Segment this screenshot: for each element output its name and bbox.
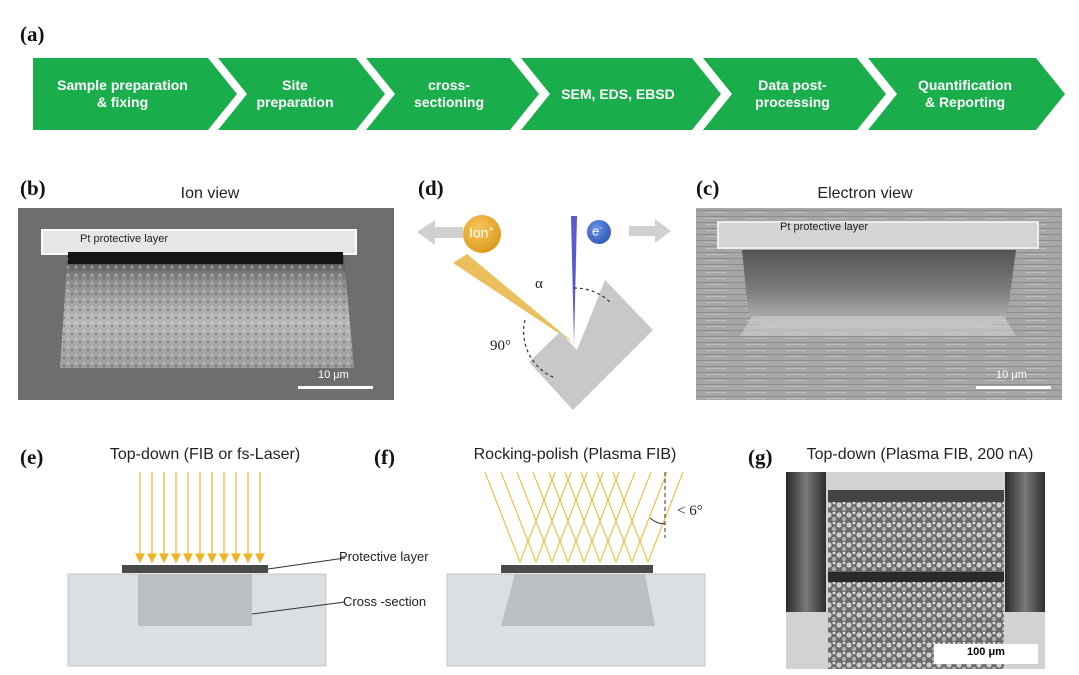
top-down-protective-layer: [122, 565, 268, 573]
electron-view-title: Electron view: [817, 185, 913, 202]
plasma-fib-title: Top-down (Plasma FIB, 200 nA): [806, 446, 1034, 463]
panel-label-f: (f): [374, 445, 395, 469]
workflow-step-2-line2: preparation: [256, 94, 334, 110]
electron-scale-text: 10 μm: [996, 369, 1027, 381]
panel-label-e: (e): [20, 445, 44, 469]
workflow-step-5: Data post- processing: [730, 62, 855, 126]
panel-label-c: (c): [696, 176, 720, 200]
sample-block: [529, 280, 653, 410]
electron-direction-arrow: [629, 219, 671, 243]
electron-source-label: e-: [592, 223, 602, 238]
electron-source-icon: [587, 220, 611, 244]
ion-scale-text: 10 μm: [318, 369, 349, 381]
rocking-beams-right: [519, 471, 684, 563]
ion-view-title: Ion view: [180, 185, 240, 202]
workflow-step-1-line2: & fixing: [96, 94, 149, 110]
panel-label-d: (d): [418, 176, 444, 200]
tilt-angle-arc: [649, 517, 666, 525]
ion-view-image: Pt protective layer 10 μm: [18, 208, 394, 400]
rocking-protective-layer: [501, 565, 653, 573]
cross-section-callout-line: [251, 601, 346, 615]
electron-pt-layer-label: Pt protective layer: [780, 221, 869, 233]
workflow: Sample preparation & fixing Site prepara…: [0, 0, 1079, 150]
protective-layer-label: Protective layer: [339, 549, 429, 564]
workflow-step-6-line1: Quantification: [917, 77, 1013, 93]
ion-scale-bar: [298, 386, 373, 389]
plasma-fib-micrograph: [786, 472, 1045, 669]
electron-scale-bar: [976, 386, 1051, 389]
workflow-step-5-line2: processing: [755, 94, 830, 110]
workflow-step-1-shape: [33, 58, 237, 130]
geometry-diagram: Ion+ e- α 90°: [405, 200, 695, 420]
rocking-polish-title: Rocking-polish (Plasma FIB): [473, 446, 677, 463]
panel-label-b: (b): [20, 176, 46, 200]
panel-label-a: (a): [20, 22, 45, 46]
workflow-step-1: Sample preparation & fixing: [40, 62, 205, 126]
geometry-svg: [417, 216, 671, 410]
ion-source-icon: [463, 215, 501, 253]
right-angle-label: 90°: [490, 338, 511, 354]
ion-view-micrograph: [18, 208, 394, 400]
top-down-beams: [135, 472, 265, 564]
workflow-step-5-shape: [703, 58, 886, 130]
panel-label-g: (g): [748, 445, 773, 469]
ion-label: Ion: [469, 224, 489, 241]
workflow-step-2-shape: [218, 58, 385, 130]
right-angle-arc: [523, 319, 556, 379]
plasma-fib-image: 100 μm: [786, 472, 1045, 669]
electron-beam-cone: [571, 216, 577, 344]
top-down-diagram: [67, 472, 346, 667]
workflow-step-4-shape: [521, 58, 721, 130]
workflow-step-4-line1: SEM, EDS, EBSD: [561, 85, 675, 102]
workflow-step-3-shape: [366, 58, 539, 130]
ion-direction-arrow: [417, 220, 463, 245]
workflow-step-6-line2: & Reporting: [924, 94, 1006, 110]
electron-label: e: [592, 223, 600, 239]
workflow-step-4: SEM, EDS, EBSD: [548, 62, 688, 126]
workflow-step-6: Quantification & Reporting: [895, 62, 1035, 126]
workflow-step-2-line1: Site: [282, 77, 308, 93]
alpha-angle-label: α: [535, 276, 543, 292]
workflow-step-3: cross- sectioning: [390, 62, 508, 126]
ion-sup: +: [488, 224, 494, 234]
workflow-step-3-line1: cross-: [427, 77, 471, 93]
top-down-title: Top-down (FIB or fs-Laser): [109, 446, 301, 463]
plasma-scale-text: 100 μm: [967, 646, 1005, 658]
ion-source-label: Ion+: [469, 224, 494, 241]
rocking-cross-section: [501, 574, 655, 626]
plasma-scale-box: [934, 644, 1038, 664]
workflow-arrows: [33, 58, 1065, 130]
rocking-polish-diagram: [446, 471, 706, 667]
electron-view-image: Pt protective layer 10 μm: [696, 208, 1062, 400]
ion-beam-cone: [453, 254, 575, 344]
ion-pt-layer-label: Pt protective layer: [80, 233, 169, 245]
protective-callout-line: [267, 557, 346, 570]
rocking-beams-left: [484, 471, 649, 563]
cross-section-label: Cross -section: [343, 594, 427, 609]
workflow-step-1-line1: Sample preparation: [57, 77, 188, 93]
workflow-step-6-shape: [868, 58, 1065, 130]
electron-sup: -: [599, 223, 602, 232]
workflow-step-3-line2: sectioning: [413, 94, 484, 110]
electron-view-micrograph: [696, 208, 1062, 400]
tilt-angle-label: < 6°: [677, 503, 703, 519]
alpha-arc: [573, 287, 611, 303]
workflow-step-2: Site preparation: [240, 62, 350, 126]
workflow-step-5-line1: Data post-: [758, 77, 827, 93]
top-down-cross-section: [138, 574, 252, 626]
